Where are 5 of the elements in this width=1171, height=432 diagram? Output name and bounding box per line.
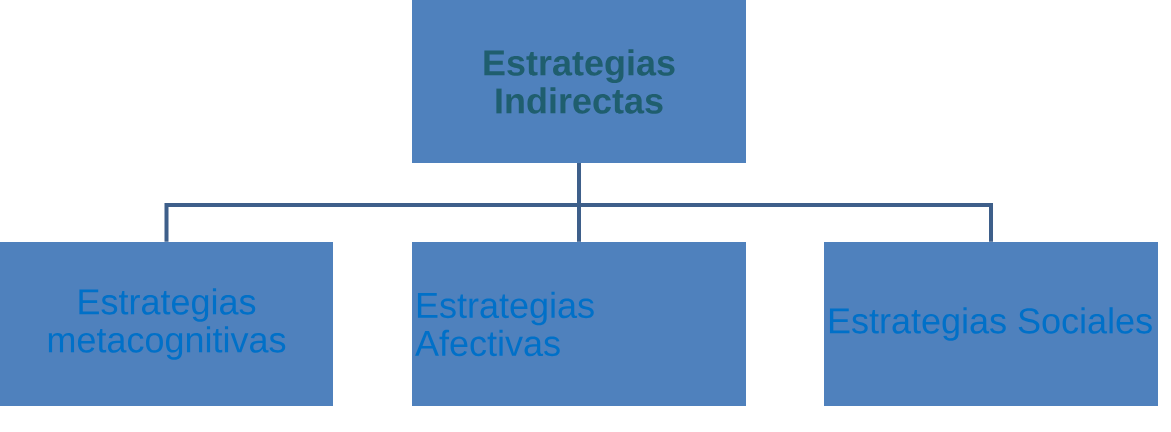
box: Estrategias Afectivas: [412, 242, 746, 406]
box: Estrategias Indirectas: [412, 0, 746, 163]
box: Estrategias Sociales: [824, 242, 1158, 406]
box: Estrategias metacognitivas: [0, 242, 333, 406]
connector-line: [577, 163, 993, 242]
